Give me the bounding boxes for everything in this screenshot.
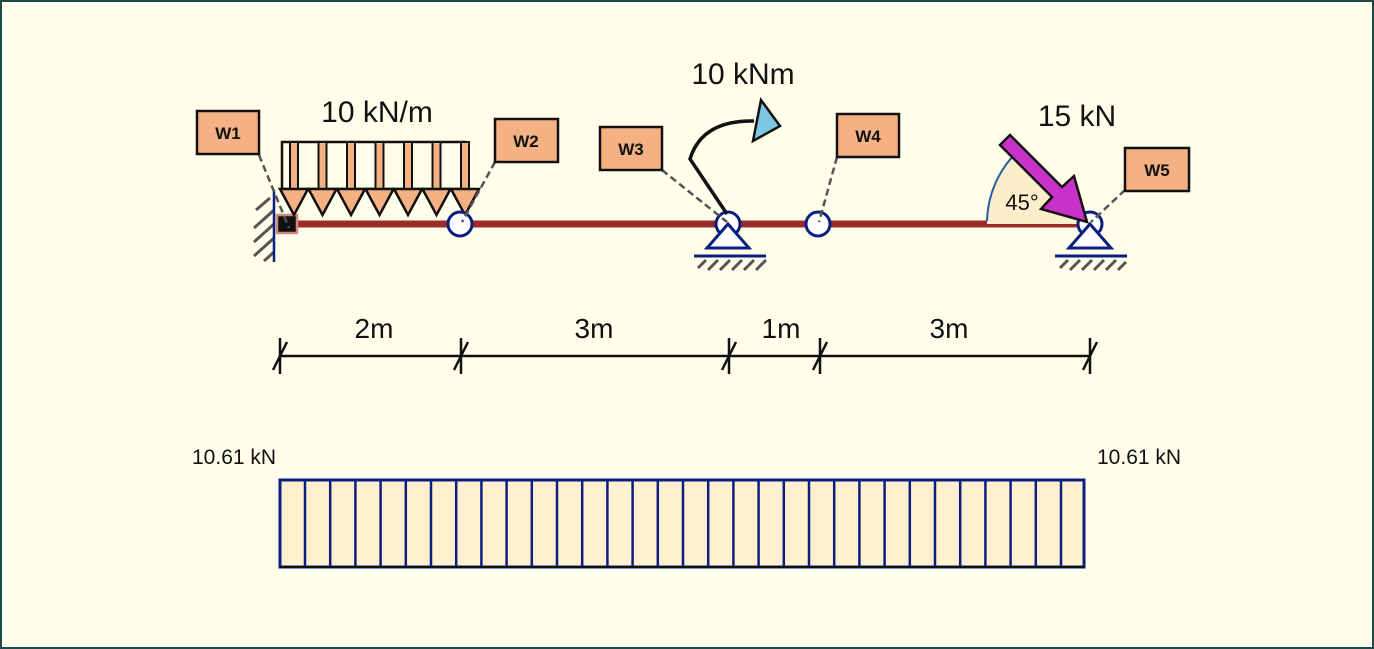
svg-text:W3: W3	[618, 140, 644, 159]
hinge-w2	[446, 210, 474, 238]
node-leaders	[257, 154, 1126, 229]
point-force-label: 15 kN	[1038, 100, 1116, 133]
load-arrow-shaft	[460, 141, 470, 190]
fixed-support	[252, 190, 276, 263]
moment-label: 10 kNm	[691, 58, 794, 91]
load-arrow-shaft	[403, 141, 413, 190]
load-arrow-head	[420, 187, 453, 218]
angle-label: 45°	[1005, 190, 1038, 215]
pin-support-w3	[694, 210, 768, 272]
node-label-w3: W3	[598, 125, 664, 172]
load-arrow-shaft	[346, 141, 356, 190]
moment-arrowhead	[751, 96, 782, 144]
svg-text:W4: W4	[855, 127, 881, 146]
result-diagram	[278, 478, 1086, 569]
load-arrow-head	[391, 187, 425, 218]
load-arrow-head	[363, 187, 396, 218]
node-label-w1: W1	[195, 109, 261, 156]
load-arrow-head	[277, 187, 311, 218]
load-arrow-shaft	[317, 141, 328, 190]
point-force-arrow	[998, 133, 1089, 224]
node-label-w5: W5	[1123, 146, 1191, 193]
dimension-line	[271, 338, 1099, 374]
dimension-label: 1m	[762, 313, 801, 344]
load-arrow-head	[448, 187, 482, 218]
distributed-load-label: 10 kN/m	[321, 96, 433, 129]
node-label-w4: W4	[835, 112, 901, 159]
svg-text:W2: W2	[513, 132, 539, 151]
diagram-right-value: 10.61 kN	[1097, 446, 1181, 469]
node-label-w2: W2	[493, 117, 560, 164]
dimension-label: 3m	[575, 313, 614, 344]
moment-arc	[688, 119, 755, 215]
load-arrow-head	[306, 187, 339, 218]
dimension-label: 3m	[930, 313, 969, 344]
load-arrow-shaft	[431, 141, 442, 190]
load-arrow-shaft	[374, 141, 385, 190]
fixed-node	[275, 213, 299, 235]
svg-text:W5: W5	[1144, 161, 1170, 180]
hinge-w4	[804, 210, 832, 238]
load-arrow-head	[334, 187, 368, 218]
dimension-label: 2m	[355, 313, 394, 344]
diagram-left-value: 10.61 kN	[192, 446, 276, 469]
svg-text:W1: W1	[215, 124, 241, 143]
load-arrow-shaft	[289, 141, 299, 190]
distributed-load	[277, 140, 482, 218]
